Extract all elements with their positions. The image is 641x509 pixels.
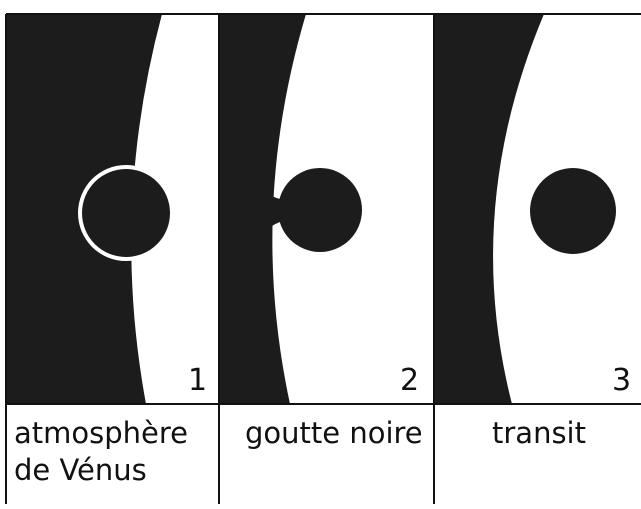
panel-number: 2	[400, 366, 419, 396]
panel-1	[6, 14, 218, 404]
panel-3	[435, 14, 641, 404]
panel-number: 1	[188, 366, 207, 396]
panel-2	[220, 14, 433, 404]
panel-number: 3	[612, 366, 631, 396]
venus-disk	[82, 169, 170, 257]
caption-line: transit	[492, 419, 586, 448]
caption-line: atmosphère	[14, 419, 188, 448]
caption-line: goutte noire	[245, 419, 423, 448]
venus-disk	[530, 168, 616, 254]
caption-line: de Vénus	[14, 456, 147, 485]
